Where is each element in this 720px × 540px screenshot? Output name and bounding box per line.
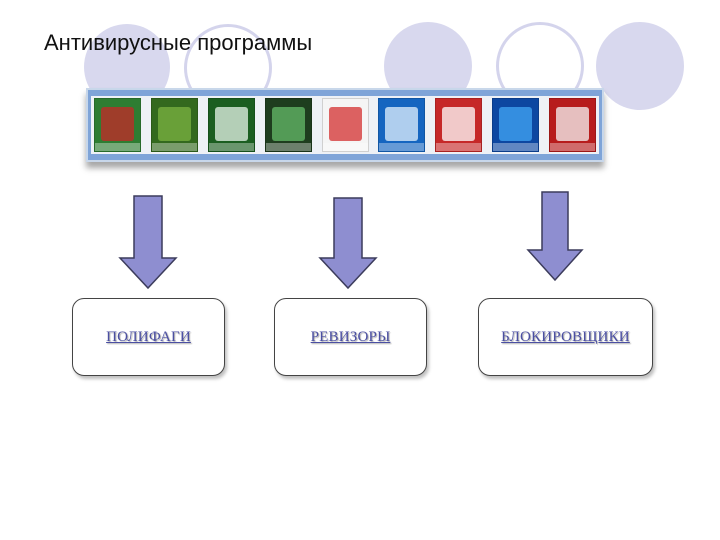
- product-box-8: [492, 98, 540, 152]
- box-graphic: [499, 107, 533, 141]
- box-band: [550, 143, 595, 151]
- category-label: БЛОКИРОВЩИКИ: [501, 328, 630, 345]
- box-band: [265, 143, 311, 151]
- box-graphic: [385, 107, 419, 141]
- box-band: [379, 143, 425, 151]
- product-strip: [91, 96, 599, 154]
- product-box-7: [435, 98, 483, 152]
- box-band: [322, 143, 368, 151]
- category-label: ПОЛИФАГИ: [106, 328, 191, 345]
- product-banner: [86, 88, 604, 162]
- box-band: [95, 143, 140, 151]
- box-band: [493, 143, 539, 151]
- product-box-4: [264, 98, 312, 152]
- product-box-1: [94, 98, 141, 152]
- category-card-blockers[interactable]: БЛОКИРОВЩИКИ: [478, 298, 653, 376]
- box-graphic: [442, 107, 476, 141]
- product-box-5: [321, 98, 369, 152]
- category-card-polyphages[interactable]: ПОЛИФАГИ: [72, 298, 225, 376]
- box-band: [436, 143, 482, 151]
- box-graphic: [157, 107, 191, 141]
- category-card-auditors[interactable]: РЕВИЗОРЫ: [274, 298, 427, 376]
- slide-title: Антивирусные программы: [44, 30, 313, 55]
- product-box-9: [549, 98, 596, 152]
- product-box-3: [207, 98, 255, 152]
- down-arrow-icon: [318, 197, 378, 290]
- down-arrow-icon: [526, 191, 584, 282]
- box-graphic: [556, 107, 589, 141]
- box-graphic: [328, 107, 362, 141]
- box-band: [151, 143, 197, 151]
- box-band: [208, 143, 254, 151]
- box-graphic: [271, 107, 305, 141]
- product-box-2: [150, 98, 198, 152]
- category-label: РЕВИЗОРЫ: [310, 328, 391, 345]
- down-arrow-icon: [118, 195, 178, 290]
- box-graphic: [101, 107, 134, 141]
- box-graphic: [214, 107, 248, 141]
- product-box-6: [378, 98, 426, 152]
- decorative-circle: [596, 22, 684, 110]
